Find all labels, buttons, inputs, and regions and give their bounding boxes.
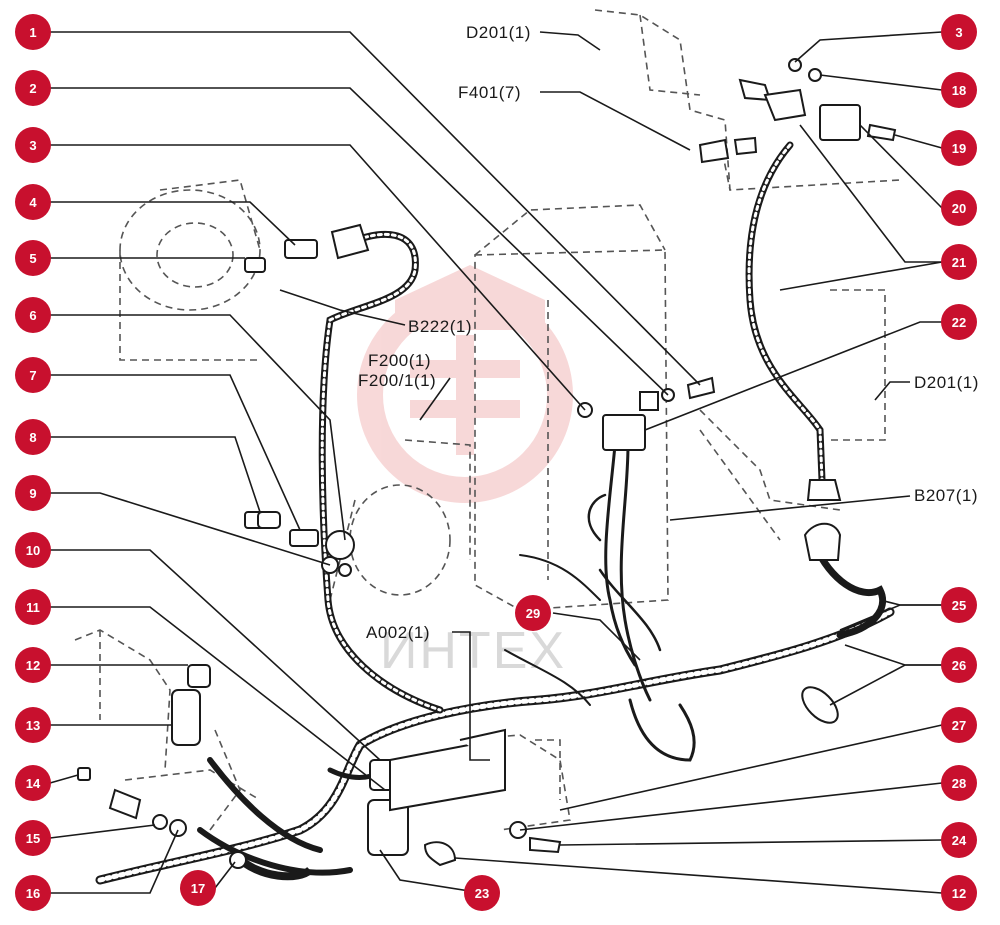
watermark-text: ИНТЕХ [380, 622, 566, 680]
callout-badge: 20 [941, 190, 977, 226]
svg-text:13: 13 [26, 718, 40, 733]
callout-badge: 4 [15, 184, 51, 220]
wiring-harness [95, 141, 895, 885]
callout-badge: 8 [15, 419, 51, 455]
leader-lines [49, 31, 943, 894]
svg-text:26: 26 [952, 658, 966, 673]
callout-badge: 24 [941, 822, 977, 858]
ref-f200-1: F200/1(1) [358, 371, 436, 390]
relay-part-22 [602, 414, 646, 451]
callout-badge: 25 [941, 587, 977, 623]
bolt-part-24 [529, 836, 562, 854]
svg-text:23: 23 [475, 886, 489, 901]
ref-a002: A002(1) [366, 623, 430, 642]
svg-text:3: 3 [955, 25, 962, 40]
svg-text:8: 8 [29, 430, 36, 445]
background-components [74, 9, 901, 831]
callout-badge: 9 [15, 475, 51, 511]
callout-badge: 7 [15, 357, 51, 393]
plug-part-14 [108, 788, 142, 820]
callout-badge: 18 [941, 72, 977, 108]
svg-text:14: 14 [26, 776, 41, 791]
callout-badge: 5 [15, 240, 51, 276]
svg-text:22: 22 [952, 315, 966, 330]
callout-badge: 16 [15, 875, 51, 911]
svg-text:28: 28 [952, 776, 966, 791]
callout-badge: 28 [941, 765, 977, 801]
svg-text:1: 1 [29, 25, 36, 40]
svg-text:7: 7 [29, 368, 36, 383]
callout-badge: 6 [15, 297, 51, 333]
svg-text:10: 10 [26, 543, 40, 558]
callout-badge: 1 [15, 14, 51, 50]
svg-text:18: 18 [952, 83, 966, 98]
svg-text:12: 12 [26, 658, 40, 673]
svg-text:24: 24 [952, 833, 967, 848]
callout-badge: 26 [941, 647, 977, 683]
harness-connector [330, 223, 370, 260]
ref-b207: B207(1) [914, 486, 978, 505]
sensor-part-4 [284, 239, 318, 259]
callout-badge: 17 [180, 870, 216, 906]
components [77, 58, 897, 881]
svg-text:5: 5 [29, 251, 36, 266]
svg-text:16: 16 [26, 886, 40, 901]
callout-badge: 15 [15, 820, 51, 856]
callout-badge: 27 [941, 707, 977, 743]
reference-labels: D201(1) F401(7) B222(1) F200(1) F200/1(1… [358, 23, 979, 642]
callout-badge: 21 [941, 244, 977, 280]
nut-part-3-top [788, 58, 802, 72]
svg-text:20: 20 [952, 201, 966, 216]
svg-text:17: 17 [191, 881, 205, 896]
ref-d201-right: D201(1) [914, 373, 979, 392]
callout-badge: 29 [515, 595, 551, 631]
callout-badge: 10 [15, 532, 51, 568]
watermark-logo [357, 265, 573, 503]
svg-text:25: 25 [952, 598, 966, 613]
svg-text:4: 4 [29, 195, 37, 210]
elbow-part-12 [187, 664, 211, 688]
ref-b222: B222(1) [408, 317, 472, 336]
svg-text:6: 6 [29, 308, 36, 323]
svg-text:2: 2 [29, 81, 36, 96]
svg-text:27: 27 [952, 718, 966, 733]
callout-badge: 2 [15, 70, 51, 106]
callout-badge: 13 [15, 707, 51, 743]
elbow-part-12b [423, 841, 457, 867]
cable-clamp-26 [801, 686, 839, 724]
svg-text:29: 29 [526, 606, 540, 621]
washer-part-18 [808, 68, 822, 82]
callout-badge: 12 [15, 647, 51, 683]
callout-badges: 1 2 3 4 5 6 7 8 9 10 11 12 13 14 15 16 1… [15, 14, 977, 911]
svg-text:15: 15 [26, 831, 40, 846]
svg-text:9: 9 [29, 486, 36, 501]
callout-badge: 22 [941, 304, 977, 340]
callout-badge: 12 [941, 875, 977, 911]
callout-badge: 23 [464, 875, 500, 911]
svg-text:11: 11 [26, 600, 40, 615]
callout-badge: 11 [15, 589, 51, 625]
relay-part-20 [819, 104, 861, 141]
ref-f401: F401(7) [458, 83, 521, 102]
callout-badge: 19 [941, 130, 977, 166]
bolt-part-5 [244, 257, 266, 273]
svg-text:21: 21 [952, 255, 966, 270]
cylinder-part-13 [171, 689, 201, 746]
bolt-part-19 [866, 123, 897, 142]
callout-badge: 3 [941, 14, 977, 50]
callout-badge: 3 [15, 127, 51, 163]
svg-text:3: 3 [29, 138, 36, 153]
ref-d201-top: D201(1) [466, 23, 531, 42]
svg-text:19: 19 [952, 141, 966, 156]
ref-f200: F200(1) [368, 351, 431, 370]
svg-text:12: 12 [952, 886, 966, 901]
callout-badge: 14 [15, 765, 51, 801]
